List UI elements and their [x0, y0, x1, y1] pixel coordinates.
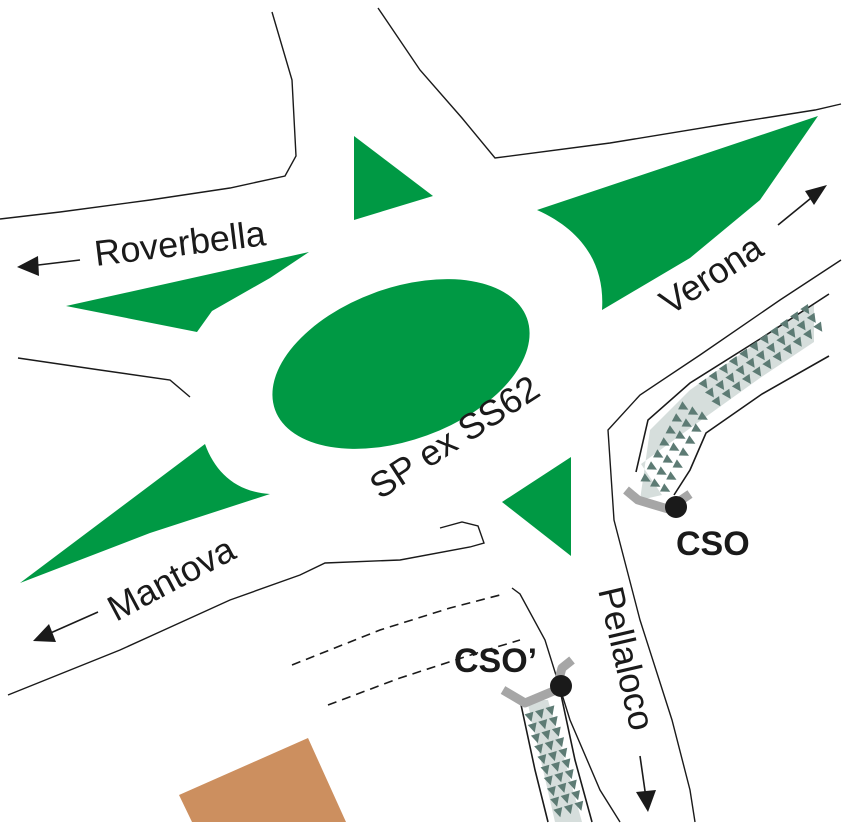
northeast-island	[537, 116, 818, 310]
channel-cso-inner-edge	[673, 355, 830, 496]
verona-road-west-edge	[377, 7, 842, 159]
roverbella-road-south-edge	[17, 357, 191, 398]
arrow-icon	[636, 755, 656, 812]
mantova-road-south-edge	[7, 521, 485, 696]
channel-cso-prime-inner-edge	[559, 689, 593, 823]
channel-cso-prime: ▼▼▼▼▼▼▼▼▼▼▼▼▼▼▼▼▼▼▼▼▼▼▼▼▼▼▼▼▼▼	[519, 689, 593, 823]
south-island	[502, 457, 571, 556]
arrow-icon	[17, 256, 81, 276]
service-road-dash-north	[291, 594, 501, 666]
cso-label: CSO	[676, 525, 750, 563]
southwest-island	[20, 444, 270, 583]
arrow-icon	[777, 185, 827, 226]
arrow-icon	[33, 611, 99, 642]
channel-cso-fill	[640, 303, 814, 500]
cso-prime-label: CSO’	[454, 642, 537, 680]
service-road-dash-south	[327, 639, 521, 706]
channel-cso-grass: ▼▼▼▼▼▼▼▼▼▼▼▼▼▼▼▼▼▼▼▼▼▼▼▼▼▼▼▼▼▼▼▼▼▼▼▼▼▼▼▼…	[638, 301, 828, 497]
central-roundabout-island	[272, 279, 530, 449]
channel-cso-prime-outer-edge	[519, 699, 549, 823]
outfall-point-icon	[665, 496, 687, 518]
outfall-point-icon	[550, 675, 572, 697]
pellaloco-road-east-edge	[607, 259, 842, 823]
outfall-cso-prime: CSO’	[454, 642, 575, 708]
channel-cso-outer-edge	[635, 293, 830, 473]
west-island	[66, 252, 309, 332]
channel-cso-prime-fill	[527, 700, 582, 822]
road-label-roverbella: Roverbella	[92, 212, 269, 274]
channel-cso: ▼▼▼▼▼▼▼▼▼▼▼▼▼▼▼▼▼▼▼▼▼▼▼▼▼▼▼▼▼▼▼▼▼▼▼▼▼▼▼▼…	[635, 293, 830, 500]
outfall-cso: CSO	[623, 486, 750, 563]
roverbella-road-north-edge	[0, 11, 297, 220]
north-island	[354, 136, 433, 220]
traffic-islands	[20, 116, 818, 583]
building-block	[179, 738, 346, 822]
